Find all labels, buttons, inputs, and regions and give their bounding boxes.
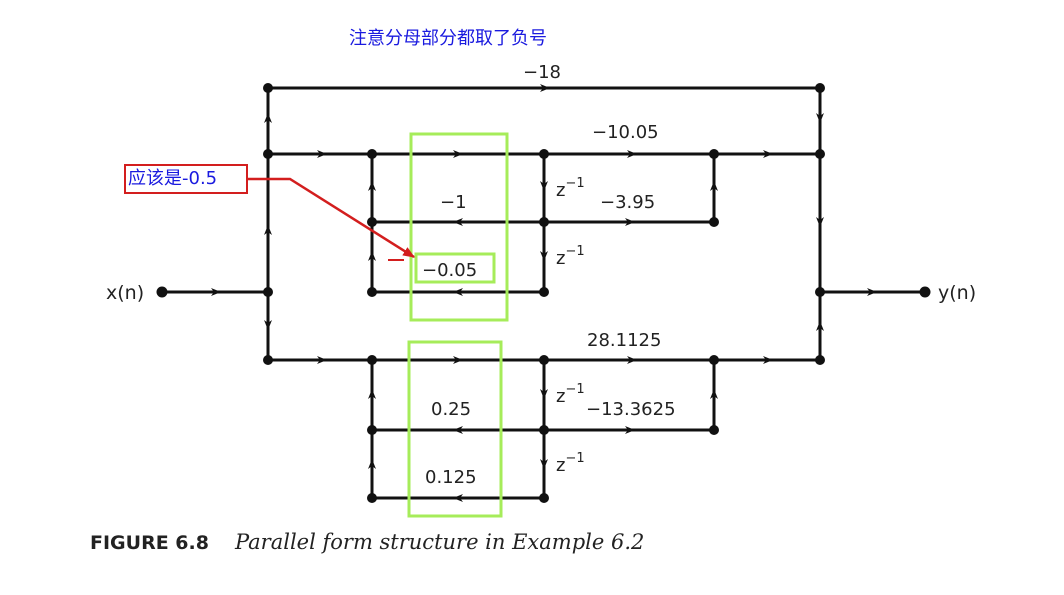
delay-section2-1: z−1 — [556, 382, 585, 407]
gain-section1-b1: −3.95 — [600, 192, 655, 213]
gain-section1-b0: −10.05 — [592, 122, 659, 143]
input-label: x(n) — [106, 282, 144, 304]
highlight-box-section1 — [409, 132, 509, 322]
gain-section2-b1: −13.3625 — [586, 399, 676, 420]
delay-section1-1: z−1 — [556, 176, 585, 201]
gain-section2-a1: 0.25 — [431, 399, 471, 420]
highlight-box-coefficient — [414, 252, 496, 284]
annotation-correction: 应该是-0.5 — [124, 164, 248, 194]
delay-section1-2: z−1 — [556, 244, 585, 269]
annotation-top-note: 注意分母部分都取了负号 — [349, 28, 547, 49]
gain-section2-b0: 28.1125 — [587, 330, 661, 351]
figure-caption-text: Parallel form structure in Example 6.2 — [234, 530, 645, 554]
flow-arrows — [162, 84, 925, 502]
correction-arrow — [248, 177, 416, 259]
highlight-box-section2 — [407, 340, 503, 518]
gain-section1-a2: −0.05 — [422, 260, 477, 281]
figure-label: FIGURE 6.8 — [90, 532, 209, 554]
highlight-boxes — [407, 132, 509, 518]
figure-caption: FIGURE 6.8 Parallel form structure in Exa… — [90, 530, 644, 554]
delay-section2-2: z−1 — [556, 451, 585, 476]
gain-direct: −18 — [523, 62, 561, 83]
output-label: y(n) — [938, 282, 976, 304]
gain-section1-a1: −1 — [440, 192, 467, 213]
nodes — [156, 83, 931, 503]
gain-section2-a2: 0.125 — [425, 467, 477, 488]
